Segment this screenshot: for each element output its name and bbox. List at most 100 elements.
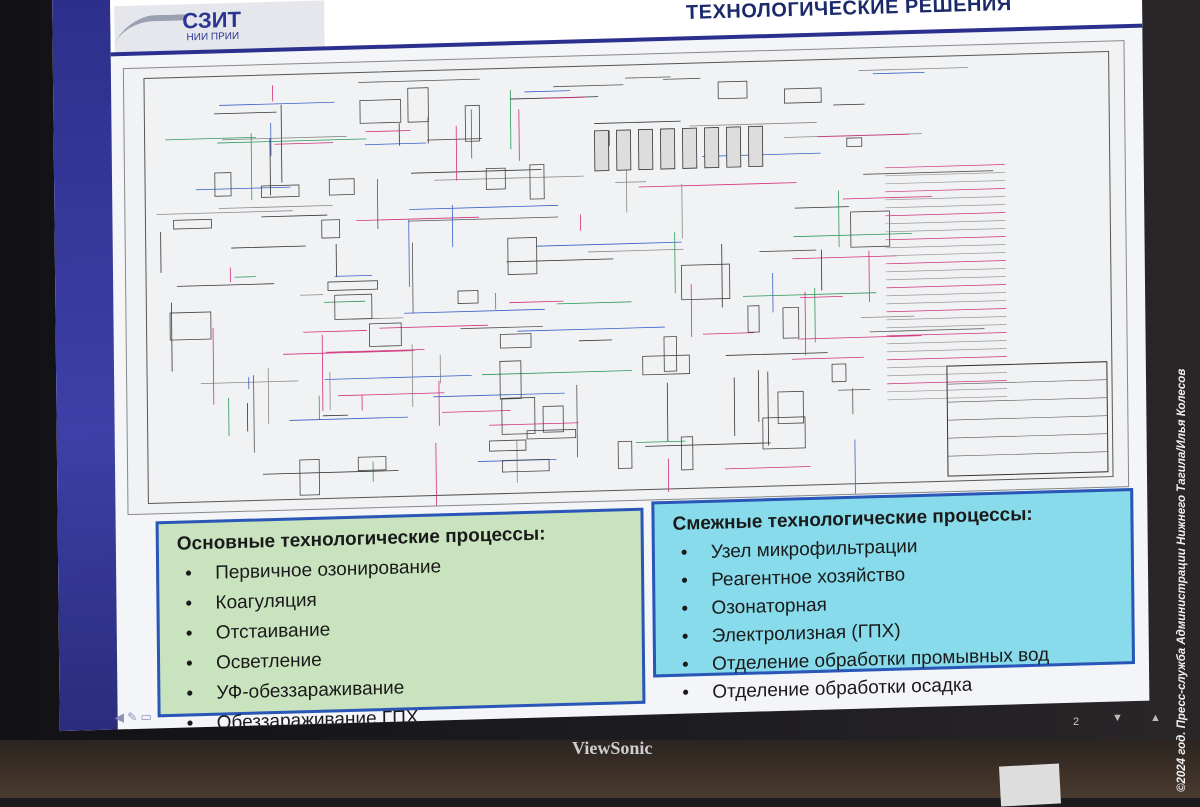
pipe-line [758,370,759,422]
up-arrow-icon[interactable]: ▲ [1150,712,1161,724]
pipe-line [456,126,457,181]
pipe-line [214,112,277,114]
pipe-line [201,381,298,384]
pipe-line [667,383,668,441]
title-block-row [947,380,1107,384]
pipe-line [324,301,365,302]
pipe-line [798,336,922,339]
page-number: 2 [1073,716,1079,728]
title-block [947,362,1108,476]
equipment-block [369,323,401,347]
equipment-block [502,397,535,434]
legend-line [886,260,1006,263]
equipment-block [300,459,320,495]
pipe-line [338,393,444,396]
equipment-block [783,307,799,338]
pipe-line [300,295,323,296]
equipment-block [778,391,804,423]
pipe-line [588,249,684,252]
pipe-line [157,211,293,215]
pipe-line [412,243,413,314]
pipe-line [219,205,333,208]
pipe-line [833,104,864,105]
equipment-block [261,185,299,198]
legend-line [885,204,1005,207]
pipe-line [254,375,255,453]
equipment-block [358,456,386,470]
pipe-line [800,296,843,297]
pipe-line [722,244,723,308]
pipe-line [645,443,771,447]
pipe-line [289,417,408,420]
legend-line [886,252,1006,255]
pipe-line [380,325,488,328]
tank [660,129,674,169]
pipe-line [703,333,754,334]
title-block-row [948,434,1108,438]
legend-line [887,332,1007,335]
equipment-block [490,440,526,451]
monitor-brand: ViewSonic [572,738,652,759]
legend-line [886,292,1006,295]
pipe-line [177,284,274,287]
pipe-line [805,292,806,355]
down-arrow-icon[interactable]: ▼ [1112,712,1123,724]
equipment-block [748,306,759,333]
pipe-line [663,78,700,79]
equipment-block [508,237,537,274]
pipe-line [838,389,870,390]
pipe-line [270,138,271,195]
pipe-line [855,439,856,501]
equipment-block [832,364,846,382]
equipment-block [500,334,531,348]
pipe-line [725,467,811,469]
slide-side-bar [52,0,118,731]
legend-line [885,228,1005,231]
pipe-line [411,170,542,174]
legend-line [886,308,1006,311]
pipe-line [471,110,472,159]
slide-nav-icons[interactable]: ◀ ✎ ▭ [115,709,152,724]
pipe-line [509,301,563,303]
equipment-block [408,88,429,122]
pipe-line [639,183,797,187]
tank [682,128,696,168]
pipe-line [303,330,366,332]
equipment-block [322,220,340,238]
pipe-line [235,277,256,278]
pipe-line [196,187,291,190]
pipe-line [793,233,911,236]
legend-line [885,164,1005,167]
equipment-block [328,281,378,291]
pipe-line [482,370,632,374]
legend-line [885,188,1005,191]
pipe-line [795,207,849,209]
pipe-line [519,109,520,160]
pipe-line [815,288,816,342]
pipe-line [283,351,415,355]
legend-line [886,284,1006,287]
pipe-line [365,130,410,131]
pipe-line [358,79,479,82]
pipe-line [615,182,646,183]
pipe-line [507,259,614,262]
pipe-line [261,215,327,217]
equipment-block [851,211,890,247]
equipment-block [543,406,563,432]
pipe-line [768,372,769,446]
main-processes-box: Основные технологические процессы: Перви… [156,508,646,718]
equipment-block [360,99,401,123]
legend-line [886,316,1006,319]
pipe-line [817,134,908,137]
legend-line [886,236,1006,239]
legend-line [887,340,1007,343]
pipe-line [409,205,558,209]
pipe-line [436,443,437,514]
pipe-line [691,284,692,337]
equipment-block [643,355,690,375]
pipe-line [870,329,985,332]
equipment-block [500,361,521,399]
paper-sheet [999,763,1061,806]
tank [704,127,718,167]
pipe-line [442,410,510,412]
